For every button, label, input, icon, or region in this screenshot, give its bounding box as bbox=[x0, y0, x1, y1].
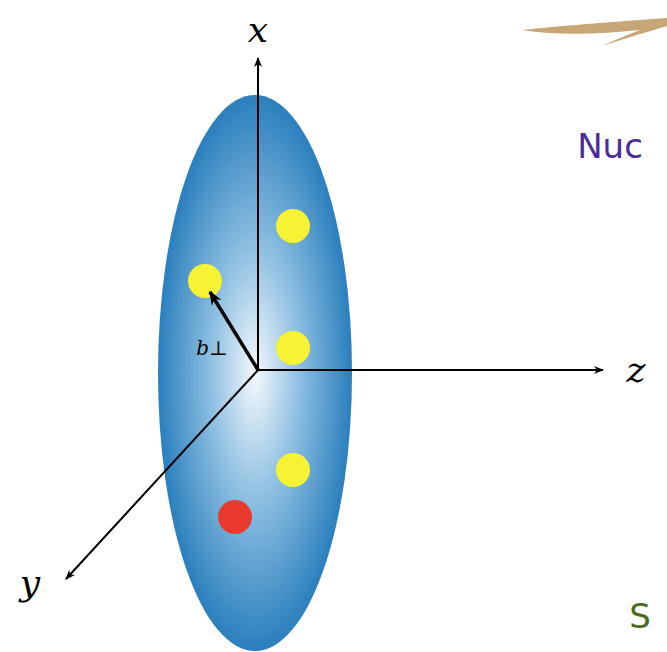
y-axis bbox=[66, 370, 258, 579]
struck-parton-dot bbox=[218, 500, 252, 534]
axis-label: z bbox=[627, 352, 646, 388]
parton-dot bbox=[276, 331, 310, 365]
title-fragment: Nuc bbox=[577, 129, 643, 163]
parton-dot bbox=[276, 453, 310, 487]
axis-label: x bbox=[248, 12, 268, 48]
z-axis bbox=[258, 369, 603, 371]
parton-dot bbox=[188, 264, 222, 298]
x-axis bbox=[257, 58, 259, 370]
axis-label: y bbox=[20, 565, 40, 601]
title-fragment: S bbox=[629, 599, 651, 633]
parton-dot bbox=[276, 209, 310, 243]
impact-parameter-arrow bbox=[210, 292, 258, 370]
brush-stroke bbox=[522, 18, 667, 46]
vector-label: b⊥ bbox=[196, 338, 228, 358]
